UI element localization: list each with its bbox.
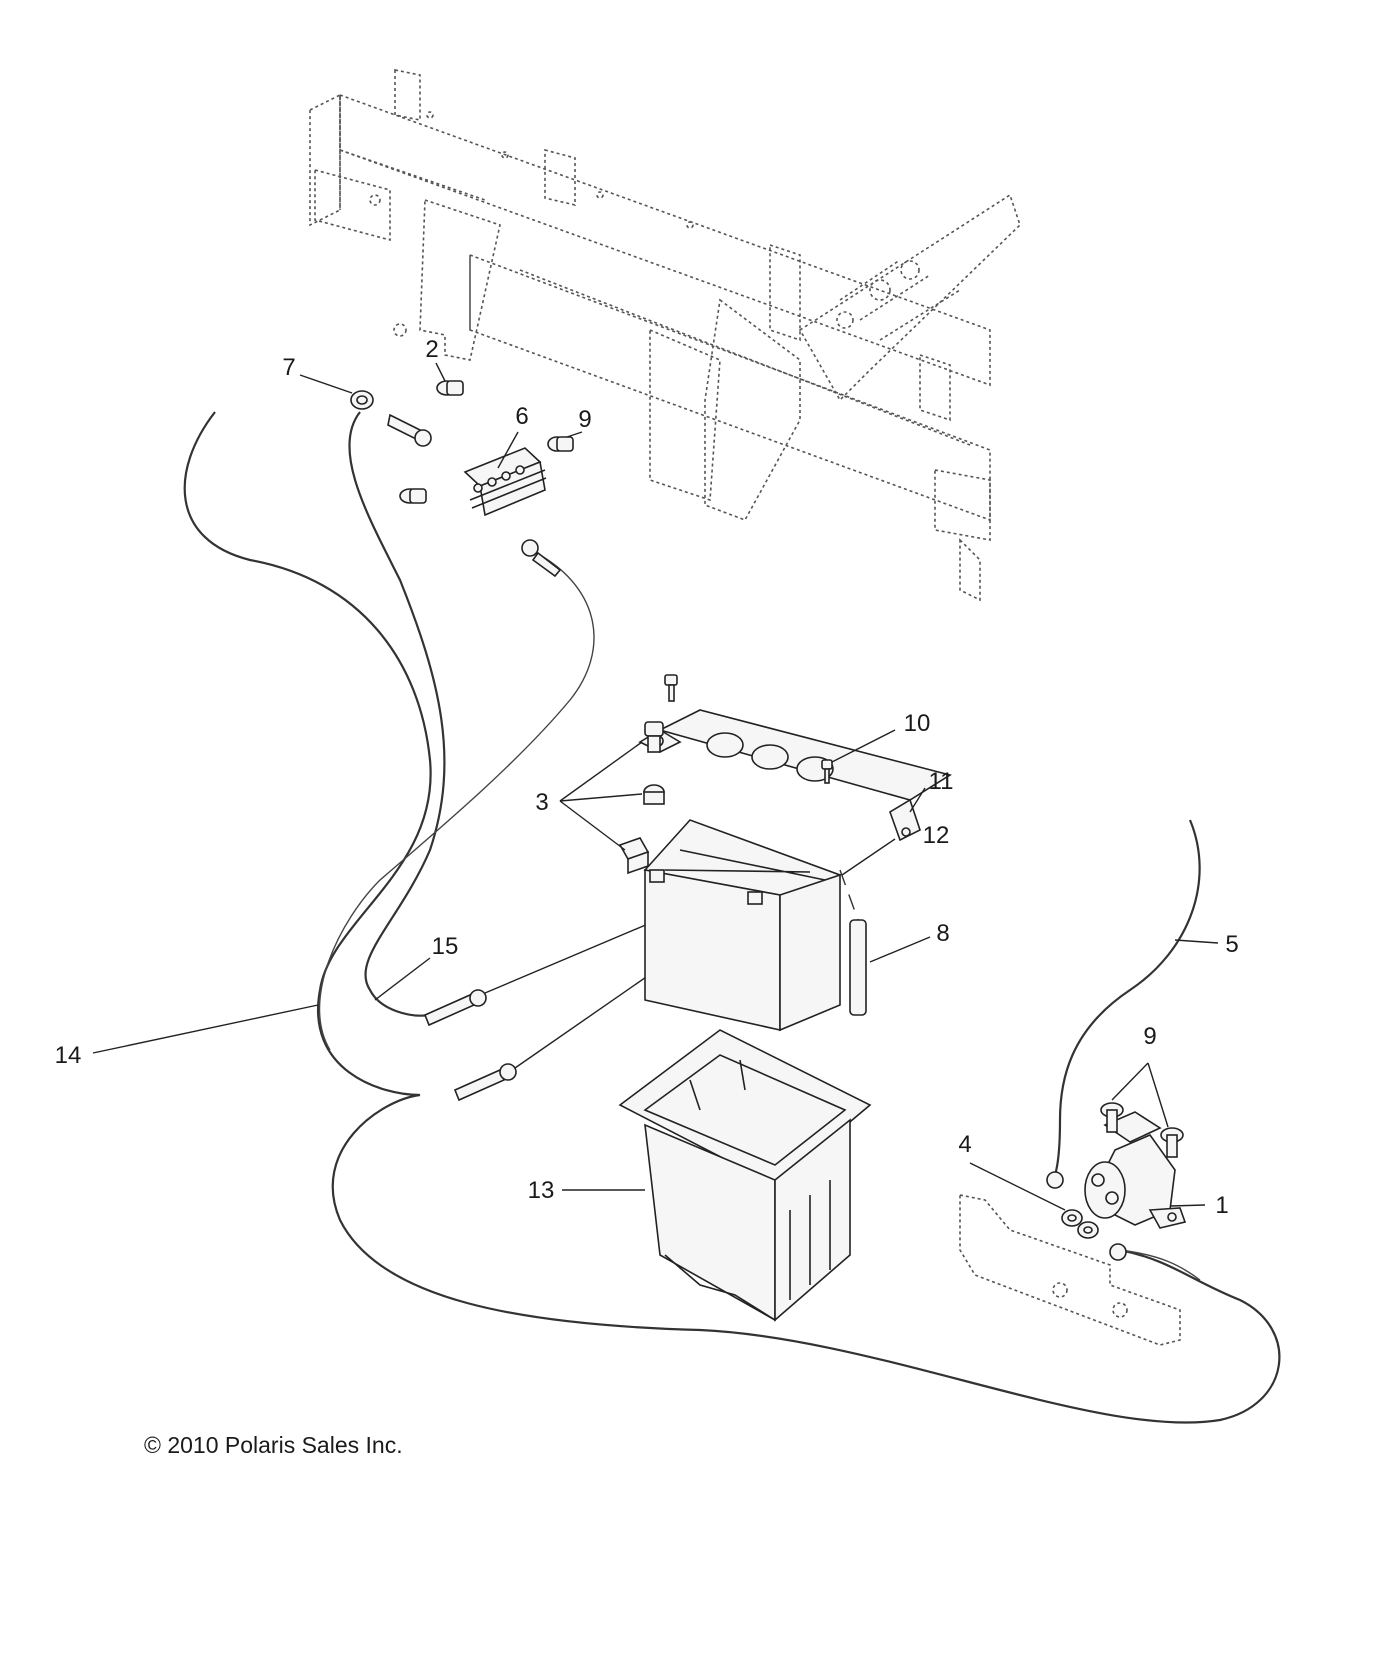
battery-box (618, 1029, 872, 1322)
leader-5 (1174, 939, 1219, 944)
callout-2: 2 (425, 336, 438, 363)
cable-5 (1053, 819, 1201, 1176)
cable-15-terminal (387, 413, 432, 447)
callout-10: 10 (904, 710, 931, 737)
leader-3c (559, 800, 626, 851)
hold-down-bracket (638, 709, 952, 842)
nuts-item-4 (1061, 1209, 1099, 1239)
nut-item-7 (350, 390, 374, 410)
callout-11: 11 (929, 768, 954, 795)
leader-12 (841, 838, 896, 876)
battery-terminal-eyelet-lower (453, 1063, 517, 1102)
callout-8: 8 (936, 920, 949, 947)
leader-9b1 (1111, 1062, 1149, 1101)
callout-9-upper: 9 (578, 406, 591, 433)
battery (643, 819, 842, 1032)
fuse-terminal-block (463, 447, 547, 517)
leader-10 (831, 729, 896, 763)
solenoid-output-eyelet (1109, 1243, 1127, 1261)
leader-11 (909, 787, 926, 813)
solenoid-mount-bracket (959, 1194, 1181, 1346)
callout-4: 4 (958, 1131, 971, 1158)
screws-item-9-lower (1100, 1102, 1184, 1158)
battery-terminal-eyelet-upper (423, 989, 487, 1027)
bracket-bolt-top (664, 674, 678, 702)
bolt-lower-left (399, 488, 427, 504)
leader-9a (566, 431, 583, 438)
hardware-item-3 (618, 721, 665, 875)
block-to-battery-cable (318, 554, 595, 1051)
leader-1 (1169, 1204, 1206, 1207)
leader-7 (299, 374, 353, 394)
starter-solenoid (1084, 1111, 1187, 1229)
callout-13: 13 (528, 1177, 555, 1204)
callout-9-lower: 9 (1143, 1023, 1156, 1050)
leader-3b (559, 793, 643, 802)
callout-15: 15 (432, 933, 459, 960)
frame-crossmember (309, 69, 1021, 602)
callout-1: 1 (1215, 1192, 1228, 1219)
leader-6 (497, 431, 519, 469)
callout-12: 12 (923, 822, 950, 849)
cable-5-eyelet (1046, 1171, 1064, 1189)
leader-14 (92, 1004, 319, 1054)
leader-3a (559, 741, 643, 802)
callout-7: 7 (282, 354, 295, 381)
leader-9b2 (1147, 1062, 1169, 1128)
battery-cable-14 (183, 411, 1281, 1424)
vent-tube (839, 869, 867, 1016)
bolt-item-9-upper (547, 436, 574, 452)
callout-14: 14 (55, 1042, 82, 1069)
battery-cable-15 (348, 411, 446, 1017)
leader-8 (869, 936, 931, 963)
callout-3: 3 (535, 789, 548, 816)
leader-15 (374, 957, 431, 1001)
callout-5: 5 (1225, 931, 1238, 958)
leader-2 (435, 362, 446, 382)
callout-6: 6 (515, 403, 528, 430)
bolt-item-10 (821, 759, 833, 784)
block-cable-eyelet (521, 539, 562, 578)
copyright-notice: © 2010 Polaris Sales Inc. (144, 1432, 403, 1458)
bolt-item-2 (436, 380, 464, 396)
solenoid-output-cable (1119, 1249, 1201, 1281)
leader-4 (969, 1162, 1066, 1211)
